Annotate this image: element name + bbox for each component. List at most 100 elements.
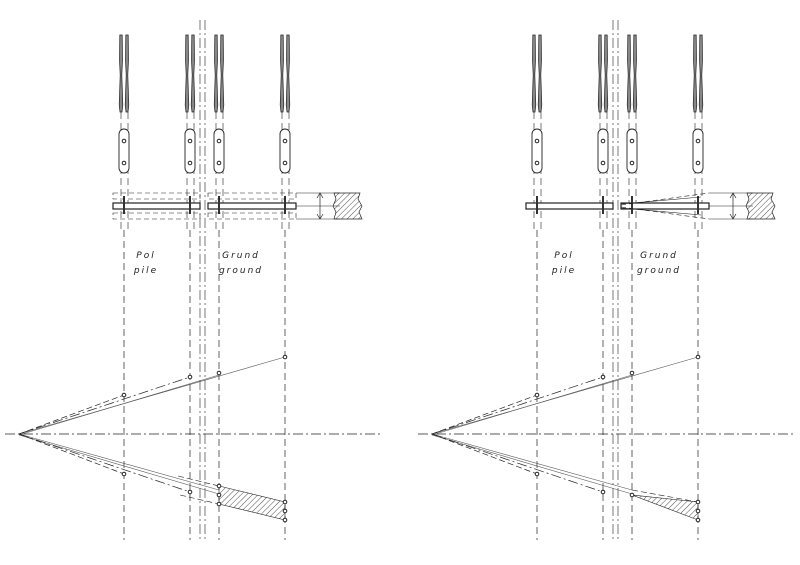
- point-marker: [121, 392, 127, 398]
- ground-label-left: Grund: [222, 251, 260, 261]
- link-plate: [184, 128, 196, 174]
- gripper-jaw: [597, 34, 603, 113]
- ray-dashed: [179, 494, 220, 505]
- deflection-area: [218, 485, 286, 521]
- link-pin: [600, 138, 606, 144]
- gripper-jaw: [219, 34, 225, 113]
- gripper-jaw: [698, 34, 704, 113]
- ray-dashed: [431, 433, 538, 475]
- ray-dashed: [431, 394, 538, 435]
- link-pin: [216, 138, 222, 144]
- point-marker: [695, 354, 701, 360]
- dimension-arrows: [729, 192, 737, 220]
- ground-label-en-left: ground: [218, 266, 264, 276]
- panel-angled: [418, 20, 793, 540]
- gripper-jaw: [124, 34, 130, 113]
- point-marker: [600, 374, 606, 380]
- pile-label-en-right: pile: [551, 266, 577, 276]
- gripper: [118, 34, 130, 174]
- bar-deflection: [620, 196, 702, 205]
- ray: [18, 434, 220, 495]
- gripper-jaw: [118, 34, 124, 113]
- gripper-jaw: [692, 34, 698, 113]
- gripper-jaw: [285, 34, 291, 113]
- pile-bar: [525, 202, 614, 210]
- link-pin: [282, 160, 288, 166]
- link-plate: [597, 128, 609, 174]
- wall-section: [745, 192, 776, 220]
- ray-dashed: [18, 433, 125, 475]
- bolt: [218, 196, 220, 214]
- gripper-jaw: [190, 34, 196, 113]
- ray: [18, 356, 286, 435]
- link-pin: [216, 160, 222, 166]
- ray-dashed: [631, 489, 699, 503]
- gripper: [531, 34, 543, 174]
- link-plate: [692, 128, 704, 174]
- point-marker: [216, 370, 222, 376]
- gripper: [626, 34, 638, 174]
- point-marker: [534, 392, 540, 398]
- point-marker: [187, 374, 193, 380]
- ground-label-en-right: ground: [636, 266, 682, 276]
- bar-tolerance-lower: [207, 212, 297, 220]
- bolt: [631, 196, 633, 214]
- link-pin: [600, 160, 606, 166]
- point-marker: [216, 501, 222, 507]
- pile-label-left: Pol: [136, 251, 156, 261]
- bar-tolerance-upper: [620, 192, 710, 206]
- ray-dashdot: [18, 433, 191, 493]
- gripper-jaw: [279, 34, 285, 113]
- ray-dashed: [18, 394, 125, 435]
- link-pin: [695, 138, 701, 144]
- point-marker: [629, 370, 635, 376]
- wall-section: [332, 192, 363, 220]
- gripper: [279, 34, 291, 174]
- link-pin: [187, 160, 193, 166]
- point-marker: [629, 492, 635, 498]
- link-pin: [629, 160, 635, 166]
- bar-deflection: [620, 207, 702, 216]
- ray: [431, 356, 699, 435]
- link-pin: [187, 138, 193, 144]
- bar-tolerance-lower: [620, 206, 710, 220]
- bolt: [602, 196, 604, 214]
- bolt: [123, 196, 125, 214]
- point-marker: [282, 499, 288, 505]
- link-pin: [534, 138, 540, 144]
- ray: [431, 433, 633, 491]
- link-pin: [629, 138, 635, 144]
- link-plate: [118, 128, 130, 174]
- ray-dashdot: [431, 433, 604, 493]
- pile-label-right: Pol: [554, 251, 574, 261]
- link-plate: [626, 128, 638, 174]
- gripper-jaw: [531, 34, 537, 113]
- link-plate: [531, 128, 543, 174]
- bolt: [189, 196, 191, 214]
- link-pin: [534, 160, 540, 166]
- link-plate: [213, 128, 225, 174]
- link-pin: [695, 160, 701, 166]
- gripper: [184, 34, 196, 174]
- deflection-area: [631, 494, 699, 521]
- ground-bar: [207, 202, 297, 210]
- gripper-jaw: [184, 34, 190, 113]
- ray-dashed: [177, 475, 220, 487]
- ray: [18, 374, 220, 436]
- dimension-arrows: [316, 192, 324, 220]
- link-plate: [279, 128, 291, 174]
- gripper-jaw: [213, 34, 219, 113]
- ray-dashdot: [431, 376, 604, 435]
- gripper: [692, 34, 704, 174]
- ray-dashdot: [18, 376, 191, 435]
- point-marker: [282, 517, 288, 523]
- point-marker: [695, 499, 701, 505]
- point-marker: [187, 489, 193, 495]
- point-marker: [282, 354, 288, 360]
- gripper-jaw: [603, 34, 609, 113]
- point-marker: [600, 489, 606, 495]
- link-pin: [121, 160, 127, 166]
- ray: [18, 433, 220, 491]
